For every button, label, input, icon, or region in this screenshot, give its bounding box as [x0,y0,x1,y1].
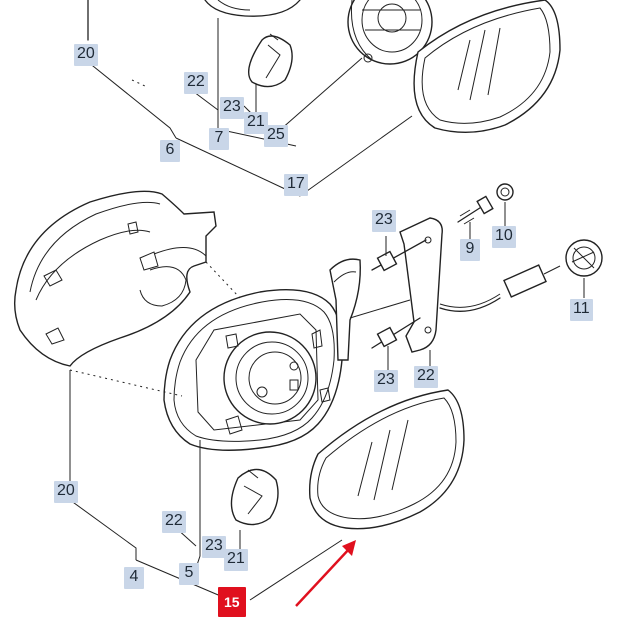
callout-23-bot[interactable]: 23 [202,536,226,558]
lower-heater-pad [230,468,279,526]
mirror-base-arm [329,258,361,361]
top-heater-pad [248,33,293,88]
callout-11[interactable]: 11 [570,299,593,321]
mounting-plate [399,217,443,353]
screw-part-9 [457,195,494,225]
mirror-glass-part-15 [308,389,465,530]
callout-23-low[interactable]: 23 [374,370,398,392]
cable-connector-part-11 [439,239,603,312]
top-adjuster-motor [347,0,433,65]
callout-22-top[interactable]: 22 [184,72,208,94]
callout-22-low[interactable]: 22 [414,366,438,388]
callout-15-highlighted[interactable]: 15 [218,587,246,617]
mirror-cover-cap [13,190,217,367]
screws-and-spacers [349,239,427,349]
callout-5[interactable]: 5 [179,563,199,585]
callout-21-bot[interactable]: 21 [224,549,248,571]
callout-21-top[interactable]: 21 [244,112,268,134]
callout-10[interactable]: 10 [492,226,516,248]
callout-7[interactable]: 7 [209,128,229,150]
top-housing-fragment [87,0,301,41]
clip-part-10 [496,183,514,201]
top-mirror-glass [413,0,561,134]
callout-23-top[interactable]: 23 [220,97,244,119]
callout-9[interactable]: 9 [460,239,480,261]
callout-4[interactable]: 4 [124,567,144,589]
callout-20-bot[interactable]: 20 [54,481,78,503]
arrow-up-right-icon [295,540,356,607]
callout-6[interactable]: 6 [160,140,180,162]
callout-20-top[interactable]: 20 [74,44,98,66]
callout-25[interactable]: 25 [264,125,288,147]
callout-23-mid[interactable]: 23 [372,210,396,232]
mirror-housing-frame [163,289,343,451]
callout-17[interactable]: 17 [284,174,308,196]
callout-22-bot[interactable]: 22 [162,511,186,533]
